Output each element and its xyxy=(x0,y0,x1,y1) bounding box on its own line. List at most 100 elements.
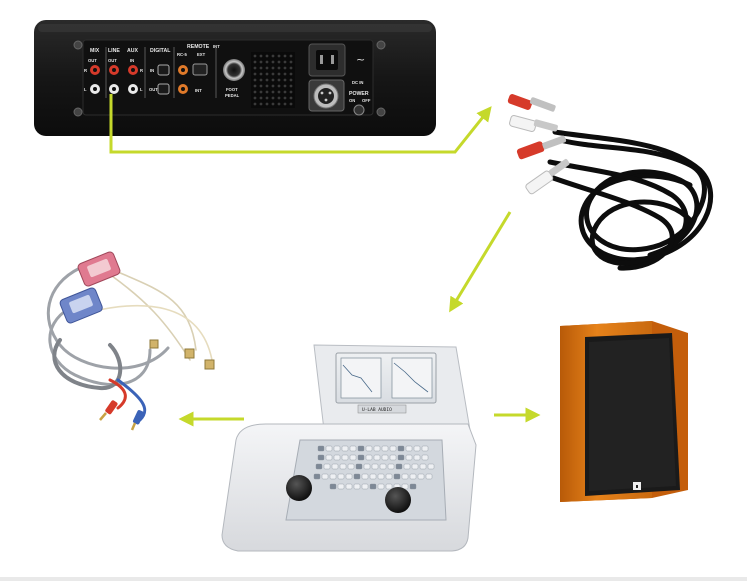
vent-hole xyxy=(265,84,269,88)
vent-hole xyxy=(277,78,281,82)
audiometer-device: U-LAB AUDIO xyxy=(221,344,477,552)
audiometer-button xyxy=(401,483,409,490)
label-digital-out: OUT xyxy=(149,87,158,92)
audiometer-button xyxy=(389,445,397,452)
audiometer-button xyxy=(381,445,389,452)
audiometer-button xyxy=(365,454,373,461)
audiometer-button xyxy=(417,473,425,480)
audiometer-button xyxy=(405,445,413,452)
audiometer-button xyxy=(419,463,427,470)
vent-hole xyxy=(271,72,275,76)
label-mix-out: OUT xyxy=(88,58,97,63)
vent-hole xyxy=(259,66,263,70)
rca-plug-white-2 xyxy=(525,159,570,195)
audiometer-button xyxy=(409,473,417,480)
label-r: R xyxy=(84,68,87,73)
vent-hole xyxy=(259,60,263,64)
label-line: LINE xyxy=(108,48,120,54)
label-int: INT xyxy=(213,44,220,49)
vent-hole xyxy=(271,78,275,82)
vent-hole xyxy=(271,54,275,58)
label-power: POWER xyxy=(349,91,369,97)
audiometer-button xyxy=(333,454,341,461)
vent-hole xyxy=(271,96,275,100)
vent-hole xyxy=(283,54,287,58)
audiometer-button xyxy=(325,454,333,461)
rca-plug-red-2 xyxy=(516,135,567,160)
audiometer-button xyxy=(369,483,377,490)
connection-arrow-cable-to-audiometer xyxy=(449,211,512,313)
vent-hole xyxy=(277,84,281,88)
audiometer-button xyxy=(325,445,333,452)
audiometer-button xyxy=(397,445,405,452)
label-ext: EXT xyxy=(197,52,206,57)
bottom-edge xyxy=(0,577,747,581)
audiometer-button xyxy=(411,463,419,470)
audiometer-button xyxy=(315,463,323,470)
label-mix: MIX xyxy=(90,48,100,54)
vent-hole xyxy=(289,84,293,88)
vent-hole xyxy=(289,72,293,76)
audiometer-button xyxy=(421,454,429,461)
vent-hole xyxy=(289,96,293,100)
power-button xyxy=(353,104,365,116)
connection-arrow-device-to-cable xyxy=(109,94,492,154)
audiometer-button xyxy=(349,454,357,461)
label-pedal: PEDAL xyxy=(225,93,240,98)
vent-hole xyxy=(265,90,269,94)
audio-device-rear-panel: MIX LINE AUX OUT OUT IN R L R L DIGITAL … xyxy=(34,20,436,136)
vent-hole xyxy=(271,66,275,70)
connector-tip-icon xyxy=(184,348,195,359)
audiometer-button xyxy=(329,473,337,480)
vent-hole xyxy=(277,72,281,76)
audiometer-button xyxy=(345,473,353,480)
audiometer-brand-plate: U-LAB AUDIO xyxy=(362,407,392,413)
vent-hole xyxy=(253,66,257,70)
connector-tip-icon xyxy=(204,359,215,370)
vent-hole xyxy=(259,54,263,58)
ac-symbol-icon: ~ xyxy=(356,53,365,66)
vent-hole xyxy=(265,96,269,100)
vent-hole xyxy=(271,102,275,106)
vent-hole xyxy=(253,72,257,76)
audiometer-button xyxy=(353,473,361,480)
audiometer-button xyxy=(347,463,355,470)
vent-hole xyxy=(289,54,293,58)
vent-hole xyxy=(259,90,263,94)
audiometer-button xyxy=(373,445,381,452)
vent-hole xyxy=(289,66,293,70)
audiometer-button xyxy=(333,445,341,452)
vent-hole xyxy=(283,102,287,106)
vent-hole xyxy=(253,96,257,100)
audiometer-button xyxy=(421,445,429,452)
right-attenuator-knob xyxy=(385,487,411,513)
vent-hole xyxy=(265,60,269,64)
audiometer-button xyxy=(377,483,385,490)
audiometer-button xyxy=(401,473,409,480)
audiometer-button xyxy=(413,445,421,452)
vent-hole xyxy=(289,102,293,106)
vent-hole xyxy=(259,96,263,100)
vent-hole xyxy=(289,78,293,82)
vent-hole xyxy=(265,72,269,76)
label-l: L xyxy=(84,87,87,92)
audiometer-button xyxy=(357,454,365,461)
vent-hole xyxy=(265,66,269,70)
vent-hole xyxy=(253,60,257,64)
audiometer-button xyxy=(385,473,393,480)
vent-hole xyxy=(277,96,281,100)
vent-hole xyxy=(283,90,287,94)
vent-hole xyxy=(283,78,287,82)
audiometer-button xyxy=(355,463,363,470)
audiometer-button xyxy=(371,463,379,470)
audiometer-button xyxy=(381,454,389,461)
vent-hole xyxy=(253,78,257,82)
audiometer-button xyxy=(395,463,403,470)
jack-plug-blue xyxy=(132,410,144,425)
label-aux-in: IN xyxy=(130,58,134,63)
screw-icon xyxy=(376,40,386,50)
vent-hole xyxy=(265,102,269,106)
bookshelf-speaker xyxy=(560,321,688,502)
audiometer-button xyxy=(353,483,361,490)
foot-pedal-jack xyxy=(223,59,245,81)
